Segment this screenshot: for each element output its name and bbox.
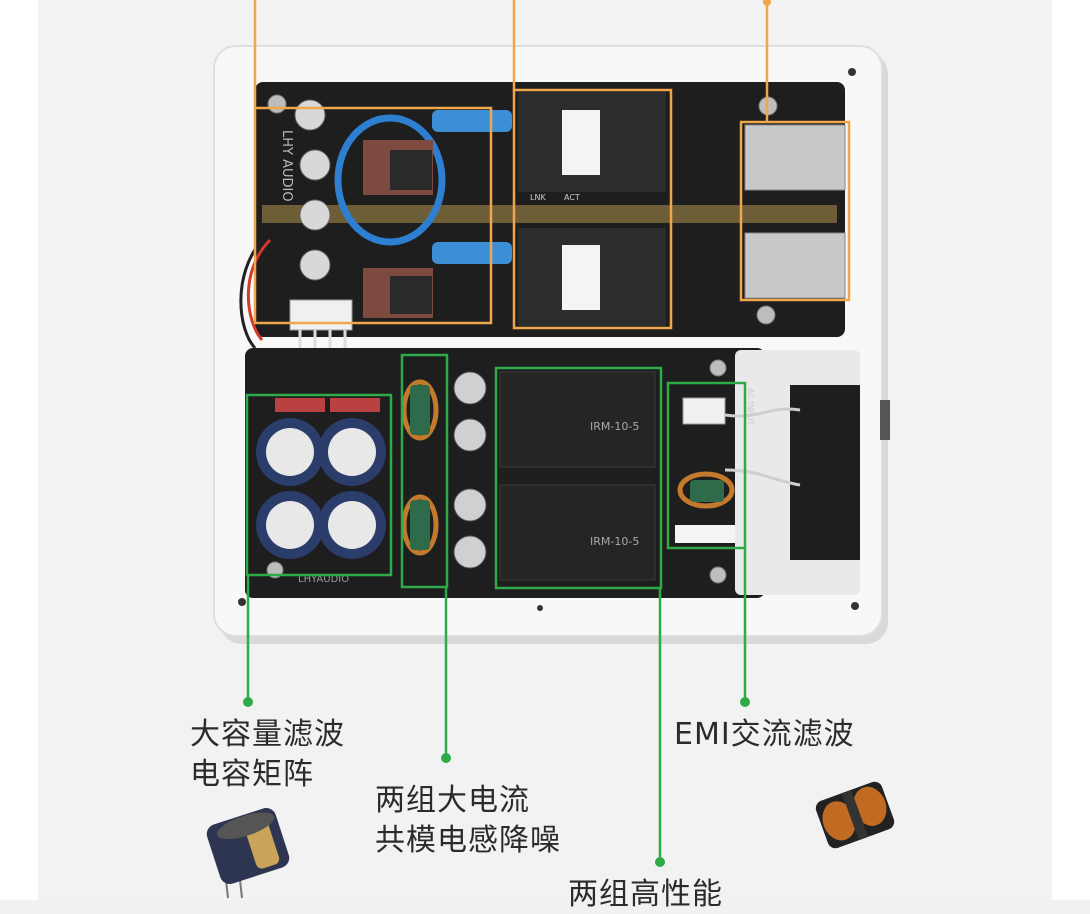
screw-hole [851, 602, 859, 610]
callout-dot [441, 753, 451, 763]
right-margin [1052, 0, 1090, 900]
small-capacitor [299, 149, 331, 181]
wire-connector-top [289, 299, 353, 331]
film-capacitor [275, 398, 325, 412]
psu-module-bottom [499, 484, 656, 581]
fiber-connector [432, 110, 512, 132]
act-mark: ACT [564, 193, 580, 202]
fiber-connector [432, 242, 512, 264]
screw [709, 566, 727, 584]
screw-hole [537, 605, 543, 611]
small-capacitor [299, 199, 331, 231]
callout-box-emi [666, 381, 747, 550]
small-capacitor [294, 99, 326, 131]
small-capacitor [299, 249, 331, 281]
screw [267, 94, 287, 114]
green-callouts [245, 353, 747, 862]
callout-dot [655, 857, 665, 867]
left-margin [0, 0, 38, 900]
medium-capacitor [453, 418, 487, 452]
brand-mark-bottom: LHYAUDIO [298, 574, 349, 585]
emi-label: EMI交流滤波 [674, 717, 855, 752]
regulator [390, 276, 432, 314]
ac-input-mark: AC INPUT [746, 388, 755, 425]
capacitor-label-line1: 大容量滤波 [190, 717, 345, 752]
ac-inlet-tab [880, 400, 890, 440]
choke-label-line2: 共模电感降噪 [375, 823, 561, 858]
callout-dot [740, 697, 750, 707]
film-capacitor [330, 398, 380, 412]
screw-hole [848, 68, 856, 76]
medium-capacitor [453, 371, 487, 405]
callout-dot [763, 0, 771, 6]
pcb-trace [262, 205, 837, 223]
psu-model-mark: IRM-10-5 [590, 535, 639, 548]
lnk-mark: LNK [530, 193, 546, 202]
psu-label-partial: 两组高性能 [568, 877, 723, 912]
capacitor-label-line2: 电容矩阵 [190, 757, 314, 792]
emi-choke [677, 471, 735, 509]
fiber-loop [334, 114, 446, 246]
ac-connector [682, 397, 726, 425]
psu-module-top [499, 371, 656, 468]
medium-capacitor [453, 488, 487, 522]
choke-bottom [401, 494, 439, 556]
emi-choke-photo [815, 781, 895, 849]
choke-top [401, 379, 439, 441]
screw [709, 359, 727, 377]
callout-box-capacitors [245, 393, 393, 577]
rj45-port-top [744, 124, 846, 191]
callout-box-psu [494, 366, 663, 590]
screw [756, 305, 776, 325]
rj45-port-bottom [744, 232, 846, 299]
callout-dot [243, 697, 253, 707]
screw-hole [238, 598, 246, 606]
psu-model-mark: IRM-10-5 [590, 420, 639, 433]
callout-box-chokes [400, 353, 449, 589]
callout-box-rj45 [739, 120, 851, 302]
choke-label-line1: 两组大电流 [375, 783, 530, 818]
emi-capacitor [675, 525, 735, 543]
regulator [390, 150, 432, 190]
callout-box-power [253, 106, 493, 325]
orange-callouts [253, 0, 851, 330]
ac-inlet [790, 385, 860, 560]
module-sticker [562, 245, 600, 310]
capacitor-photo [206, 807, 290, 899]
module-sticker [562, 110, 600, 175]
callout-box-fiber [512, 88, 673, 330]
brand-mark: LHY AUDIO [279, 130, 294, 202]
medium-capacitor [453, 535, 487, 569]
